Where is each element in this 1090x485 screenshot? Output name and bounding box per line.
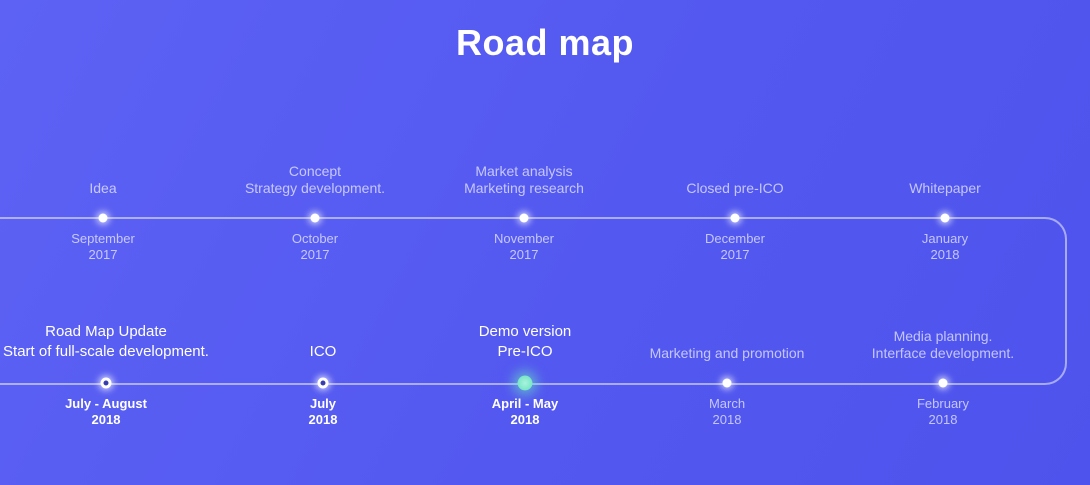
milestone-label-line: Strategy development. <box>244 180 386 196</box>
timeline-dot <box>938 378 948 388</box>
milestone-label: Marketing and promotion <box>582 345 872 362</box>
milestone-year: 2018 <box>510 412 540 427</box>
milestone-month: July <box>309 396 336 411</box>
milestone-label: Demo version Pre-ICO <box>380 322 670 362</box>
milestone-label-line: ICO <box>309 343 337 360</box>
milestone-year: 2018 <box>91 412 121 427</box>
timeline-dot <box>317 377 329 389</box>
milestone-year: 2018 <box>712 412 742 427</box>
milestone-date: April - May 2018 <box>425 396 625 428</box>
milestone-month: September <box>71 231 135 246</box>
milestone-label-line: Marketing research <box>464 180 584 196</box>
milestone-year: 2018 <box>308 412 338 427</box>
milestone-month: January <box>921 231 969 246</box>
milestone-label: Road Map Update Start of full-scale deve… <box>0 322 251 362</box>
milestone-date: October 2017 <box>215 231 415 263</box>
milestone-label-line: Market analysis <box>475 163 573 179</box>
milestone-year: 2017 <box>720 247 750 262</box>
milestone-date: February 2018 <box>843 396 1043 428</box>
milestone-label-line: Concept <box>288 163 342 179</box>
milestone-month: March <box>708 396 746 411</box>
milestone-date: December 2017 <box>635 231 835 263</box>
milestone-month: July - August <box>65 396 147 411</box>
milestone-date: September 2017 <box>3 231 203 263</box>
timeline-dot-active <box>517 375 533 391</box>
milestone-label: Closed pre-ICO <box>590 180 880 197</box>
milestone-month: December <box>705 231 765 246</box>
milestone-label: Whitepaper <box>800 180 1090 197</box>
milestone-year: 2018 <box>930 247 960 262</box>
milestone-label: Concept Strategy development. <box>170 163 460 197</box>
milestone-label-line: Interface development. <box>871 345 1015 361</box>
timeline-dot <box>730 213 740 223</box>
milestone-label-line: Media planning. <box>893 328 993 344</box>
timeline-dot <box>310 213 320 223</box>
milestone-month: November <box>494 231 554 246</box>
milestone-label-line: Closed pre-ICO <box>686 180 784 196</box>
milestone-label-line: Whitepaper <box>909 180 981 196</box>
timeline-dot <box>519 213 529 223</box>
milestone-label-line: Marketing and promotion <box>649 345 805 361</box>
milestone-label-line: Start of full-scale development. <box>3 343 209 360</box>
milestone-label-line: Demo version <box>478 323 572 340</box>
milestone-date: January 2018 <box>845 231 1045 263</box>
milestone-label: Idea <box>0 180 248 197</box>
timeline-dot <box>722 378 732 388</box>
milestone-year: 2017 <box>88 247 118 262</box>
milestone-year: 2017 <box>300 247 330 262</box>
milestone-year: 2017 <box>509 247 539 262</box>
milestone-label-line: Pre-ICO <box>497 343 553 360</box>
timeline-dot <box>940 213 950 223</box>
page-title: Road map <box>455 22 635 63</box>
milestone-label: Market analysis Marketing research <box>379 163 669 197</box>
milestone-month: February <box>916 396 970 411</box>
timeline-dot <box>100 377 112 389</box>
milestone-month: October <box>291 231 339 246</box>
milestone-date: March 2018 <box>627 396 827 428</box>
milestone-label-line: Idea <box>89 180 117 196</box>
milestone-label: ICO <box>178 342 468 362</box>
timeline-dot <box>98 213 108 223</box>
milestone-date: July - August 2018 <box>6 396 206 428</box>
milestone-year: 2018 <box>928 412 958 427</box>
milestone-month: April - May <box>491 396 559 411</box>
milestone-label-line: Road Map Update <box>45 323 167 340</box>
milestone-date: November 2017 <box>424 231 624 263</box>
milestone-date: July 2018 <box>223 396 423 428</box>
timeline-path <box>0 217 1067 385</box>
milestone-label: Media planning. Interface development. <box>798 328 1088 362</box>
